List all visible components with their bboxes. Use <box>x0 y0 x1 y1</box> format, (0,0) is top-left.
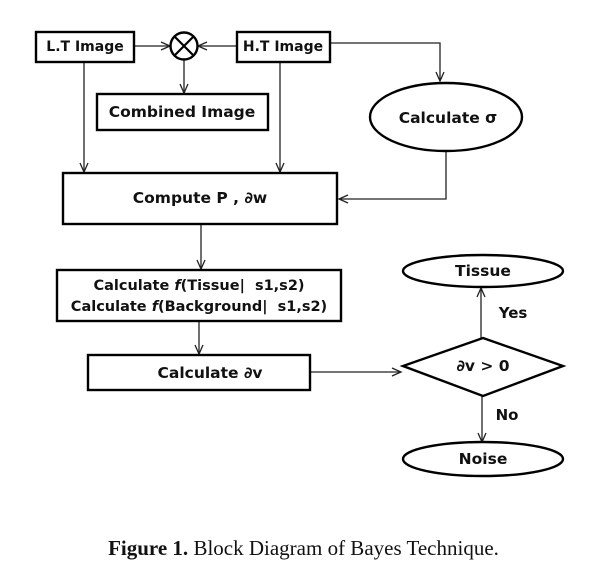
figure-caption-text: Block Diagram of Bayes Technique. <box>188 536 499 560</box>
node-calculate-dv: Calculate ∂v <box>86 353 312 392</box>
node-calculate-f-tissue-label: Calculate f(Tissue| s1,s2) <box>93 278 304 294</box>
node-compute-p: Compute P , ∂w <box>61 171 339 226</box>
arrowhead-icon <box>435 71 445 83</box>
node-lt-image-label: L.T Image <box>46 39 123 55</box>
edge-label-yes: Yes <box>498 304 528 322</box>
node-lt-image: L.T Image <box>34 30 136 64</box>
node-multiply <box>169 31 199 61</box>
node-combined-image-label: Combined Image <box>109 103 256 121</box>
edge-ht-to-sigma <box>330 42 441 81</box>
node-ht-image: H.T Image <box>235 30 332 64</box>
node-compute-p-label: Compute P , ∂w <box>133 189 267 207</box>
edge-label-no: No <box>496 406 519 424</box>
edges <box>79 41 487 444</box>
node-tissue-label: Tissue <box>455 262 511 280</box>
node-calculate-dv-label: Calculate ∂v <box>158 364 263 382</box>
node-noise-label: Noise <box>459 450 508 468</box>
node-calculate-sigma-label: Calculate σ <box>399 109 498 127</box>
arrowhead-icon <box>337 194 349 204</box>
node-decision-label: ∂v > 0 <box>456 357 509 375</box>
figure-caption-label: Figure 1. <box>108 536 189 560</box>
arrowhead-icon <box>391 367 403 377</box>
node-noise: Noise <box>401 440 565 478</box>
figure-caption: Figure 1. Block Diagram of Bayes Techniq… <box>0 536 607 561</box>
node-calculate-f-background-label: Calculate f(Background| s1,s2) <box>71 299 327 315</box>
node-combined-image: Combined Image <box>95 92 270 132</box>
node-calculate-f: Calculate f(Tissue| s1,s2) Calculate f(B… <box>55 268 343 323</box>
node-tissue: Tissue <box>401 253 565 289</box>
node-calculate-sigma: Calculate σ <box>368 81 524 153</box>
edge-sigma-to-compute <box>339 151 447 200</box>
node-decision: ∂v > 0 <box>399 336 567 398</box>
node-ht-image-label: H.T Image <box>243 39 323 55</box>
